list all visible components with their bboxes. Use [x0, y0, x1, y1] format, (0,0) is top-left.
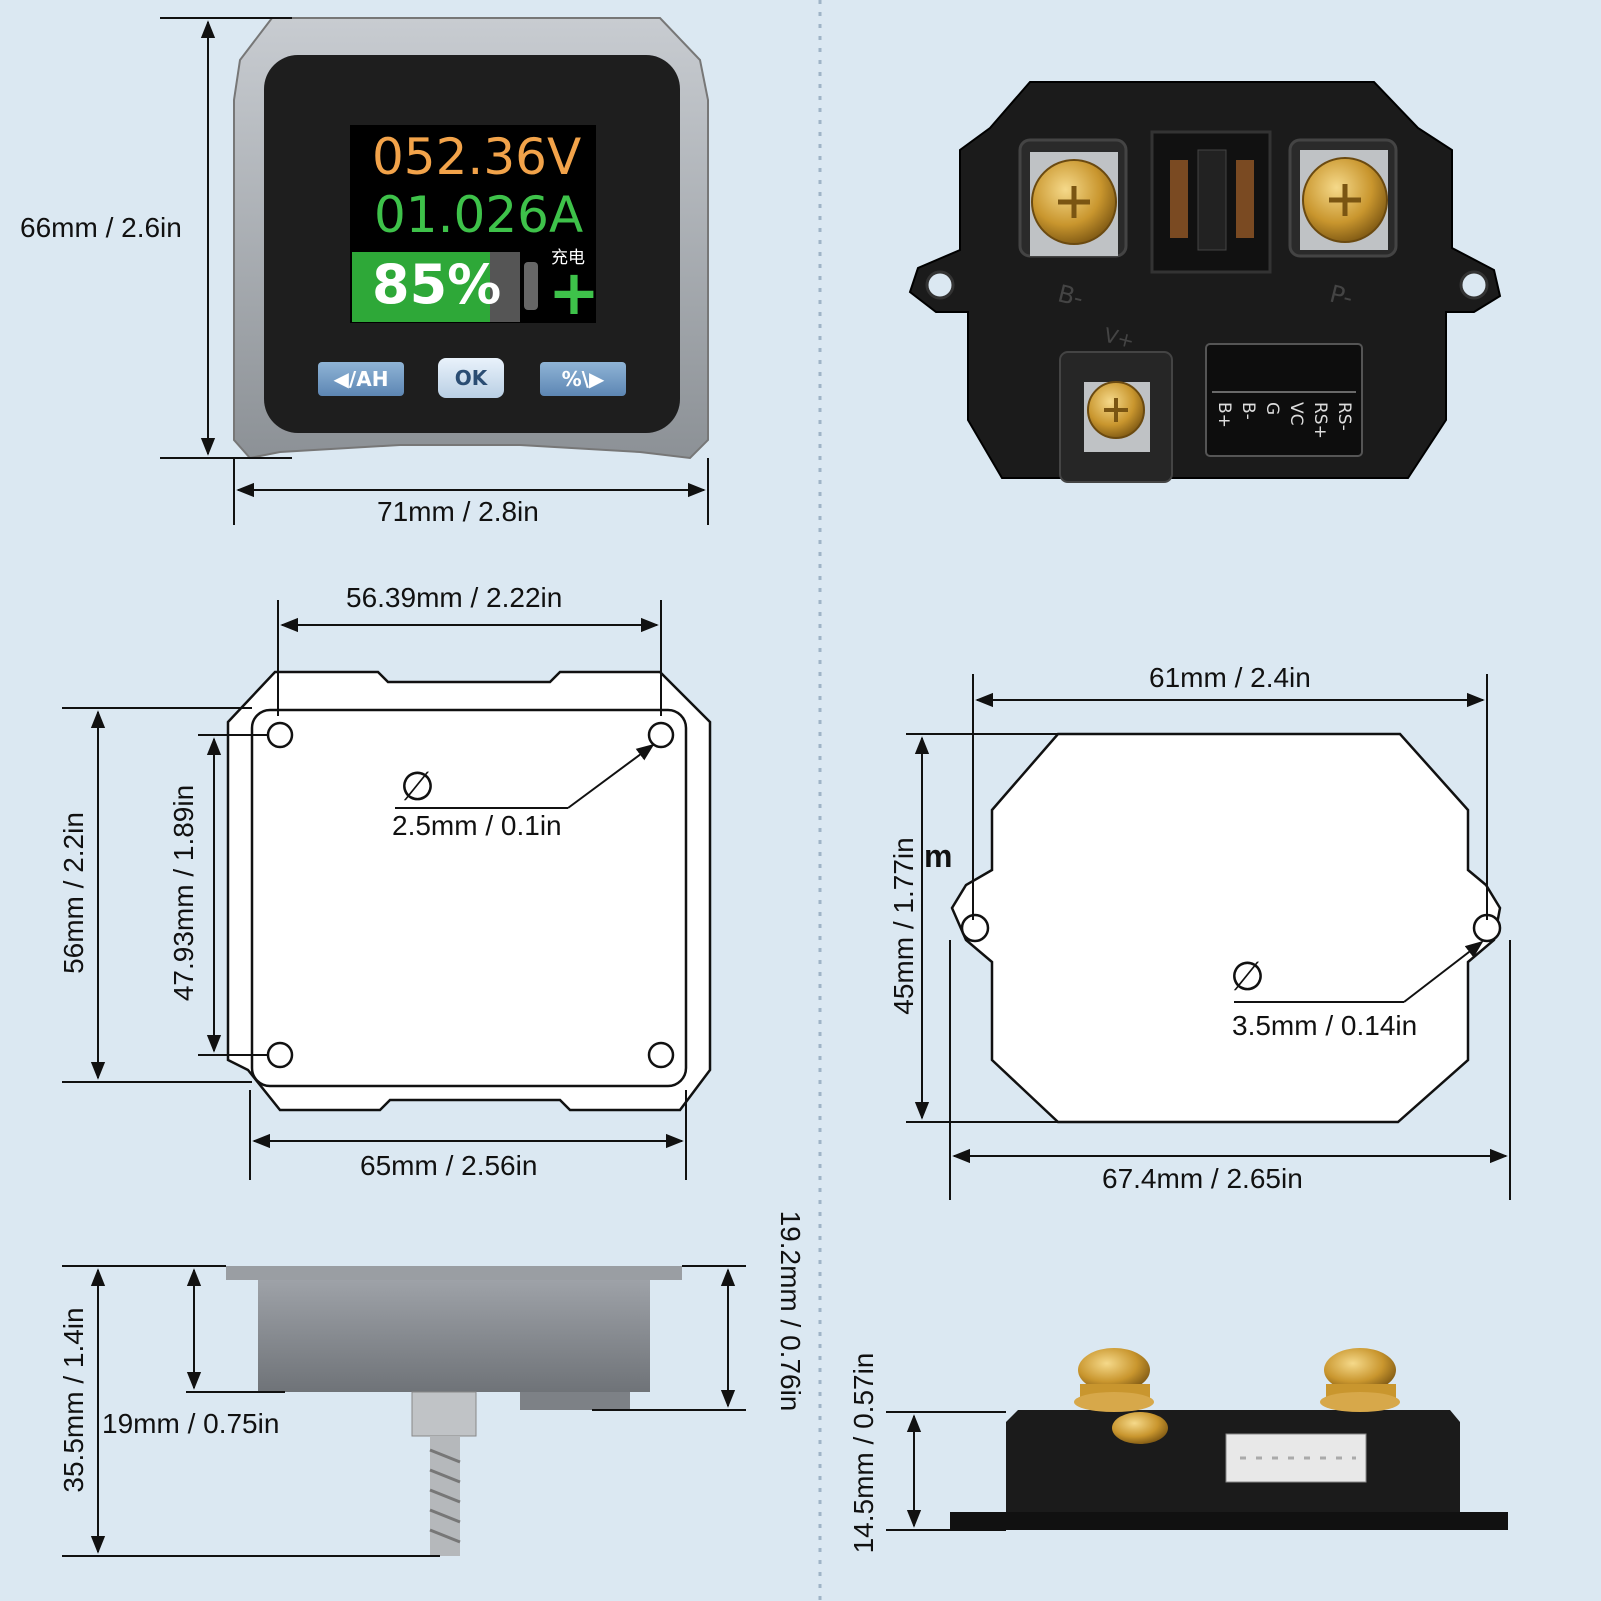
hole-spacing-width-label: 56.39mm / 2.22in	[346, 582, 563, 613]
shunt-height-label: 45mm / 1.77in	[888, 837, 919, 1015]
svg-text:∅: ∅	[400, 764, 435, 810]
meter-width-label: 71mm / 2.8in	[377, 496, 539, 527]
pin-label-b-plus: B+	[1214, 402, 1234, 428]
charging-label: 充电	[551, 248, 585, 268]
percent-right-button[interactable]: %\▶	[540, 362, 626, 396]
mounting-outline: ∅	[226, 670, 712, 1112]
pin-label-rs-minus: RS-	[1334, 402, 1354, 431]
shunt-cut-letter: m	[924, 838, 953, 874]
pin-label-b-minus: B-	[1238, 402, 1258, 420]
outline-height-label: 56mm / 2.2in	[58, 812, 89, 974]
voltage-readout: 052.36V	[372, 128, 582, 186]
side-depth-label: 19mm / 0.75in	[102, 1408, 280, 1439]
shunt-top	[908, 81, 1502, 483]
shunt-hole-spacing-label: 61mm / 2.4in	[1149, 662, 1311, 693]
shunt-outline: ∅	[950, 732, 1502, 1124]
side-total-label: 35.5mm / 1.4in	[58, 1307, 89, 1493]
shunt-side	[950, 1348, 1508, 1530]
shunt-width-label: 67.4mm / 2.65in	[1102, 1163, 1303, 1194]
battery-percent: 85%	[372, 253, 502, 316]
ah-left-button[interactable]: ◀/AH	[318, 362, 404, 396]
pin-label-rs-plus: RS+	[1310, 402, 1330, 439]
shunt-side-height-label: 14.5mm / 0.57in	[848, 1352, 879, 1554]
side-body-label: 19.2mm / 0.76in	[775, 1210, 806, 1412]
pin-label-g: G	[1262, 402, 1282, 416]
pin-label-vc: VC	[1286, 402, 1306, 426]
hole-spacing-height-label: 47.93mm / 1.89in	[168, 784, 199, 1002]
svg-text:∅: ∅	[1230, 954, 1265, 1000]
meter-front	[233, 17, 709, 460]
meter-side	[226, 1266, 682, 1556]
charging-plus-icon: +	[548, 256, 600, 329]
ok-button[interactable]: OK	[438, 358, 504, 398]
meter-height-label: 66mm / 2.6in	[20, 212, 182, 243]
shunt-hole-diameter-label: 3.5mm / 0.14in	[1232, 1010, 1418, 1041]
battery-fill	[352, 252, 495, 322]
hole-diameter-label: 2.5mm / 0.1in	[392, 810, 562, 841]
outline-width-label: 65mm / 2.56in	[360, 1150, 538, 1181]
current-readout: 01.026A	[374, 186, 584, 244]
